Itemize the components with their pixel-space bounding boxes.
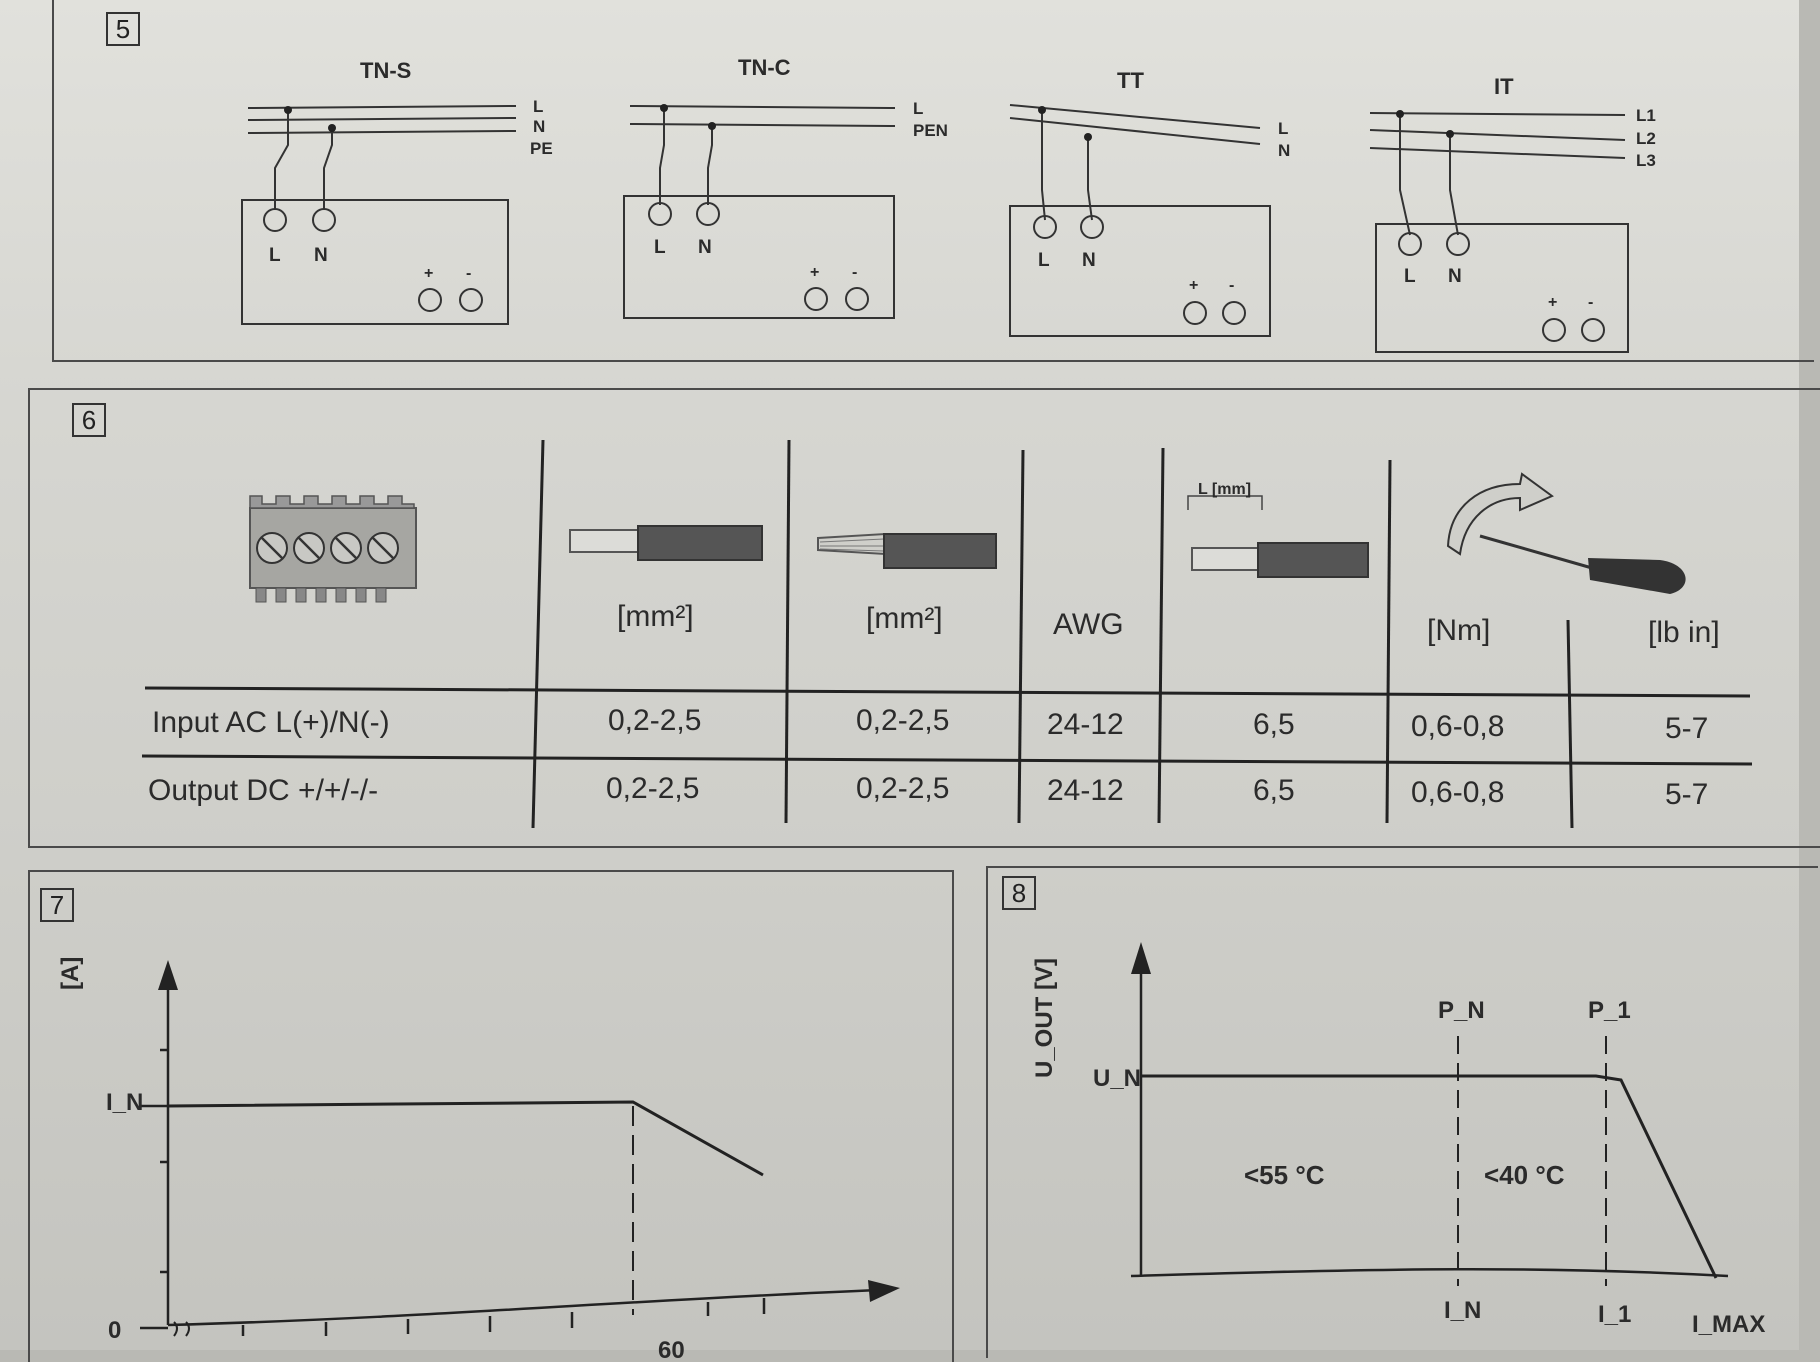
strip-length-icon: [1187, 495, 1369, 578]
network-diagrams: TN-S TN-C TT IT L N PE L PEN L N L1 L2 L…: [241, 55, 1656, 353]
dc-plus-label: +: [810, 264, 819, 281]
terminal-label: N: [1082, 250, 1096, 271]
terminal-label: L: [269, 245, 281, 266]
dc-plus-label: +: [424, 265, 433, 282]
network-title-tn-s: TN-S: [360, 58, 411, 83]
dc-minus-label: -: [466, 265, 471, 282]
y-axis-label: U_OUT [V]: [1031, 958, 1058, 1078]
row-label-output: Output DC +/+/-/-: [148, 774, 378, 807]
header-lb-in: [lb in]: [1648, 616, 1720, 649]
wire-label: PE: [530, 139, 553, 158]
section-5-frame: [52, 0, 1814, 362]
dc-minus-label: -: [1229, 277, 1234, 294]
table-cell: 0,2-2,5: [608, 704, 701, 737]
zone-label-40c: <40 °C: [1484, 1160, 1565, 1190]
header-solid-mm2: [mm²]: [617, 600, 694, 633]
voltage-current-graph: U_OUT [V] U_N P_N P_1 I_N I_1 I_MAX <55 …: [1031, 942, 1765, 1338]
table-cell: 0,2-2,5: [856, 704, 949, 737]
header-stranded-mm2: [mm²]: [866, 602, 943, 635]
network-title-it: IT: [1494, 74, 1514, 99]
section-7-frame: [28, 870, 954, 1362]
terminal-label: L: [1404, 266, 1416, 287]
dc-minus-label: -: [1588, 294, 1593, 311]
header-awg: AWG: [1053, 608, 1124, 641]
zone-label-55c: <55 °C: [1244, 1160, 1325, 1190]
terminal-label: L: [1038, 250, 1050, 271]
section-8-number: 8: [1002, 876, 1036, 910]
section-7-number: 7: [40, 888, 74, 922]
strip-length-header: L [mm]: [1198, 481, 1251, 498]
y-axis-unit: [A]: [57, 957, 84, 990]
y-zero-label: 0: [108, 1317, 121, 1344]
terminal-label: N: [314, 245, 328, 266]
p-mark-p1: P_1: [1588, 997, 1631, 1024]
terminal-label: N: [1448, 266, 1462, 287]
table-cell: 5-7: [1665, 778, 1708, 811]
dc-plus-label: +: [1548, 294, 1557, 311]
x-tick-60: 60: [658, 1337, 685, 1362]
wire-label: N: [533, 117, 545, 136]
wire-label: L: [1278, 119, 1288, 138]
dc-plus-label: +: [1189, 277, 1198, 294]
table-cell: 6,5: [1253, 708, 1295, 741]
wire-label: L1: [1636, 106, 1656, 125]
header-nm: [Nm]: [1427, 614, 1490, 647]
table-cell: 24-12: [1047, 708, 1124, 741]
wire-label: L: [533, 97, 543, 116]
p-mark-pn: P_N: [1438, 997, 1485, 1024]
table-cell: 0,6-0,8: [1411, 776, 1504, 809]
wiring-table: L [mm] [mm²] [mm²] AWG [Nm] [lb in] Inpu…: [141, 439, 1753, 829]
wire-label: L: [913, 99, 923, 118]
section-6-frame: [28, 388, 1820, 848]
terminal-label: L: [654, 237, 666, 258]
wire-label: N: [1278, 141, 1290, 160]
i-mark-imax: I_MAX: [1692, 1311, 1765, 1338]
section-8-frame: [986, 866, 1818, 1358]
table-cell: 0,2-2,5: [606, 772, 699, 805]
solid-conductor-icon: [569, 525, 763, 561]
table-cell: 0,2-2,5: [856, 772, 949, 805]
network-title-tn-c: TN-C: [738, 55, 791, 80]
wire-label: L3: [1636, 151, 1656, 170]
table-cell: 24-12: [1047, 774, 1124, 807]
dc-minus-label: -: [852, 264, 857, 281]
i-mark-i1: I_1: [1598, 1301, 1631, 1328]
wire-label: L2: [1636, 129, 1656, 148]
current-derating-graph: [A] I_N 0 60: [57, 957, 900, 1362]
network-title-tt: TT: [1117, 68, 1144, 93]
section-5-number: 5: [106, 12, 140, 46]
terminal-block-icon: [249, 495, 417, 603]
table-cell: 5-7: [1665, 712, 1708, 745]
i-mark-in: I_N: [1444, 1297, 1481, 1324]
section-6-number: 6: [72, 403, 106, 437]
y-mark-in: I_N: [106, 1089, 143, 1116]
stranded-conductor-icon: [817, 532, 997, 569]
table-cell: 0,6-0,8: [1411, 710, 1504, 743]
screwdriver-torque-icon: [1446, 472, 1686, 594]
y-mark-un: U_N: [1093, 1065, 1141, 1092]
wire-label: PEN: [913, 121, 948, 140]
row-label-input: Input AC L(+)/N(-): [152, 706, 390, 739]
terminal-label: N: [698, 237, 712, 258]
table-cell: 6,5: [1253, 774, 1295, 807]
